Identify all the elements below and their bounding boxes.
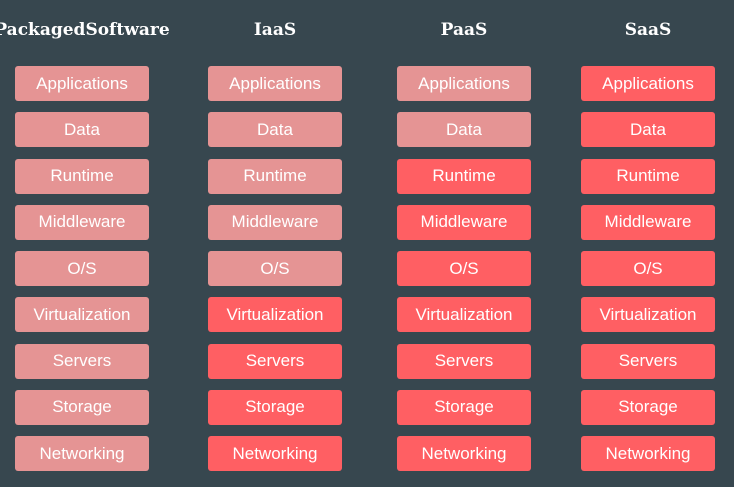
column-title-line: IaaS [253,20,297,40]
layer-data: Data [581,112,715,148]
layer-o-s: O/S [15,251,149,286]
layer-o-s: O/S [397,251,531,286]
layer-middleware: Middleware [15,204,149,240]
layer-networking: Networking [208,436,342,471]
layer-data: Data [208,112,342,148]
layer-o-s: O/S [581,251,715,286]
layer-applications: Applications [581,66,715,101]
layer-applications: Applications [208,66,342,101]
layer-storage: Storage [397,389,531,425]
layer-runtime: Runtime [208,158,342,194]
layer-middleware: Middleware [581,204,715,240]
column-title-line: SaaS [624,20,672,40]
layer-networking: Networking [15,436,149,471]
layer-middleware: Middleware [397,204,531,240]
layer-storage: Storage [15,389,149,425]
layer-applications: Applications [397,66,531,101]
layer-servers: Servers [397,343,531,379]
layer-servers: Servers [15,343,149,379]
layer-networking: Networking [581,436,715,471]
column-title-line: PaaS [440,20,488,40]
layer-runtime: Runtime [15,158,149,194]
layer-o-s: O/S [208,251,342,286]
column-title-paas: PaaS [397,8,531,52]
layer-virtualization: Virtualization [208,297,342,333]
layer-storage: Storage [581,389,715,425]
layer-storage: Storage [208,389,342,425]
layer-runtime: Runtime [581,158,715,194]
layer-data: Data [15,112,149,148]
layer-applications: Applications [15,66,149,101]
column-title-iaas: IaaS [208,8,342,52]
column-title-line: Software [85,20,170,40]
layer-virtualization: Virtualization [15,297,149,333]
column-title-saas: SaaS [581,8,715,52]
layer-middleware: Middleware [208,204,342,240]
layer-servers: Servers [581,343,715,379]
layer-networking: Networking [397,436,531,471]
layer-data: Data [397,112,531,148]
layer-servers: Servers [208,343,342,379]
column-title-line: Packaged [0,20,86,40]
layer-runtime: Runtime [397,158,531,194]
layer-virtualization: Virtualization [581,297,715,333]
layer-virtualization: Virtualization [397,297,531,333]
